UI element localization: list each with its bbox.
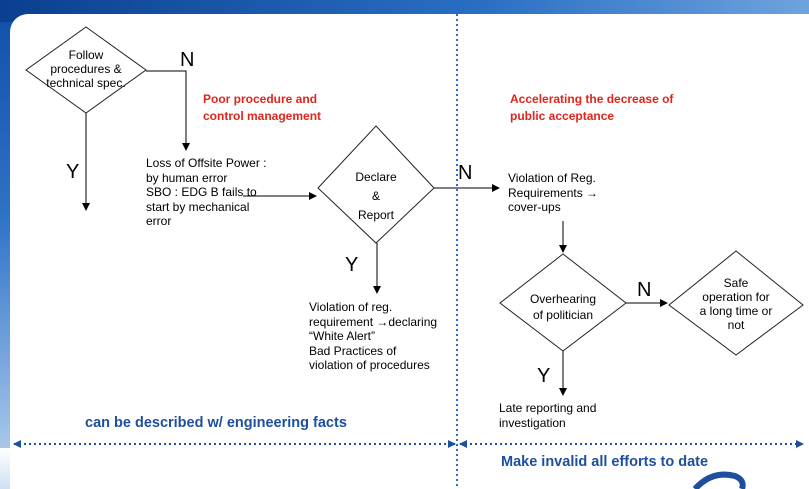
diamond-safe-label: Safe operation for a long time or not (699, 276, 773, 332)
label-y-follow: Y (66, 161, 80, 183)
arrow-follow-n (146, 70, 190, 151)
logo-icon (692, 471, 746, 489)
caption-make-invalid: Make invalid all efforts to date (501, 454, 709, 470)
text-violation-cover: Violation of Reg. Requirements → cover-u… (508, 171, 599, 214)
diamond-declare-label: Declare & Report (355, 170, 397, 222)
heading-accelerating: Accelerating the decrease of public acce… (510, 92, 674, 123)
label-y-declare: Y (345, 254, 359, 276)
text-late-reporting: Late reporting and investigation (499, 401, 597, 430)
diamond-safe (668, 250, 804, 356)
heading-poor-procedure: Poor procedure and control management (203, 92, 322, 123)
label-y-overhearing: Y (537, 365, 551, 387)
diamond-follow-label: Follow procedures & technical spec. (46, 48, 126, 90)
diamond-overhearing-label: Overhearing of politician (529, 292, 597, 322)
label-n-overhearing: N (637, 279, 652, 301)
caption-engineering-facts: can be described w/ engineering facts (85, 415, 347, 431)
label-n-follow: N (180, 49, 195, 71)
text-violation-reg: Violation of reg. requirement →declaring… (309, 300, 438, 372)
label-n-declare: N (458, 162, 473, 184)
text-loss-offsite: Loss of Offsite Power : by human error S… (146, 156, 267, 228)
diamond-declare (317, 125, 435, 244)
slide-canvas (10, 14, 809, 489)
